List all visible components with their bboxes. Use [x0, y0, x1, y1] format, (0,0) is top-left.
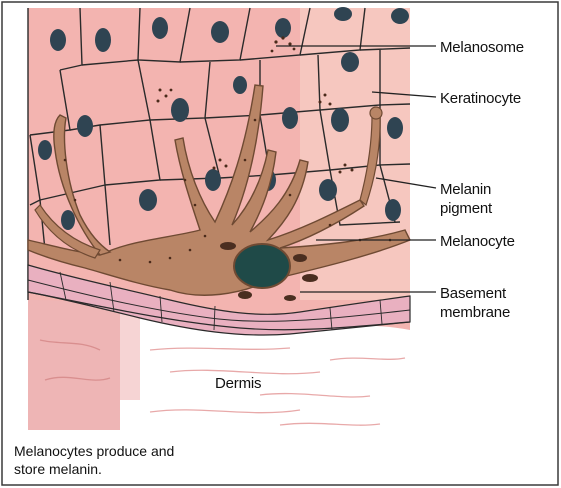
label-melanosome: Melanosome	[440, 39, 524, 56]
label-melanocyte: Melanocyte	[440, 233, 515, 250]
caption-line1: Melanocytes produce and	[14, 443, 174, 459]
label-keratinocyte: Keratinocyte	[440, 90, 521, 107]
label-melanin-line2: pigment	[440, 200, 493, 217]
label-dermis: Dermis	[215, 375, 261, 392]
label-basement-line2: membrane	[440, 304, 510, 321]
label-melanin-line1: Melanin	[440, 181, 491, 198]
label-basement-line1: Basement	[440, 285, 507, 302]
caption-line2: store melanin.	[14, 461, 102, 477]
